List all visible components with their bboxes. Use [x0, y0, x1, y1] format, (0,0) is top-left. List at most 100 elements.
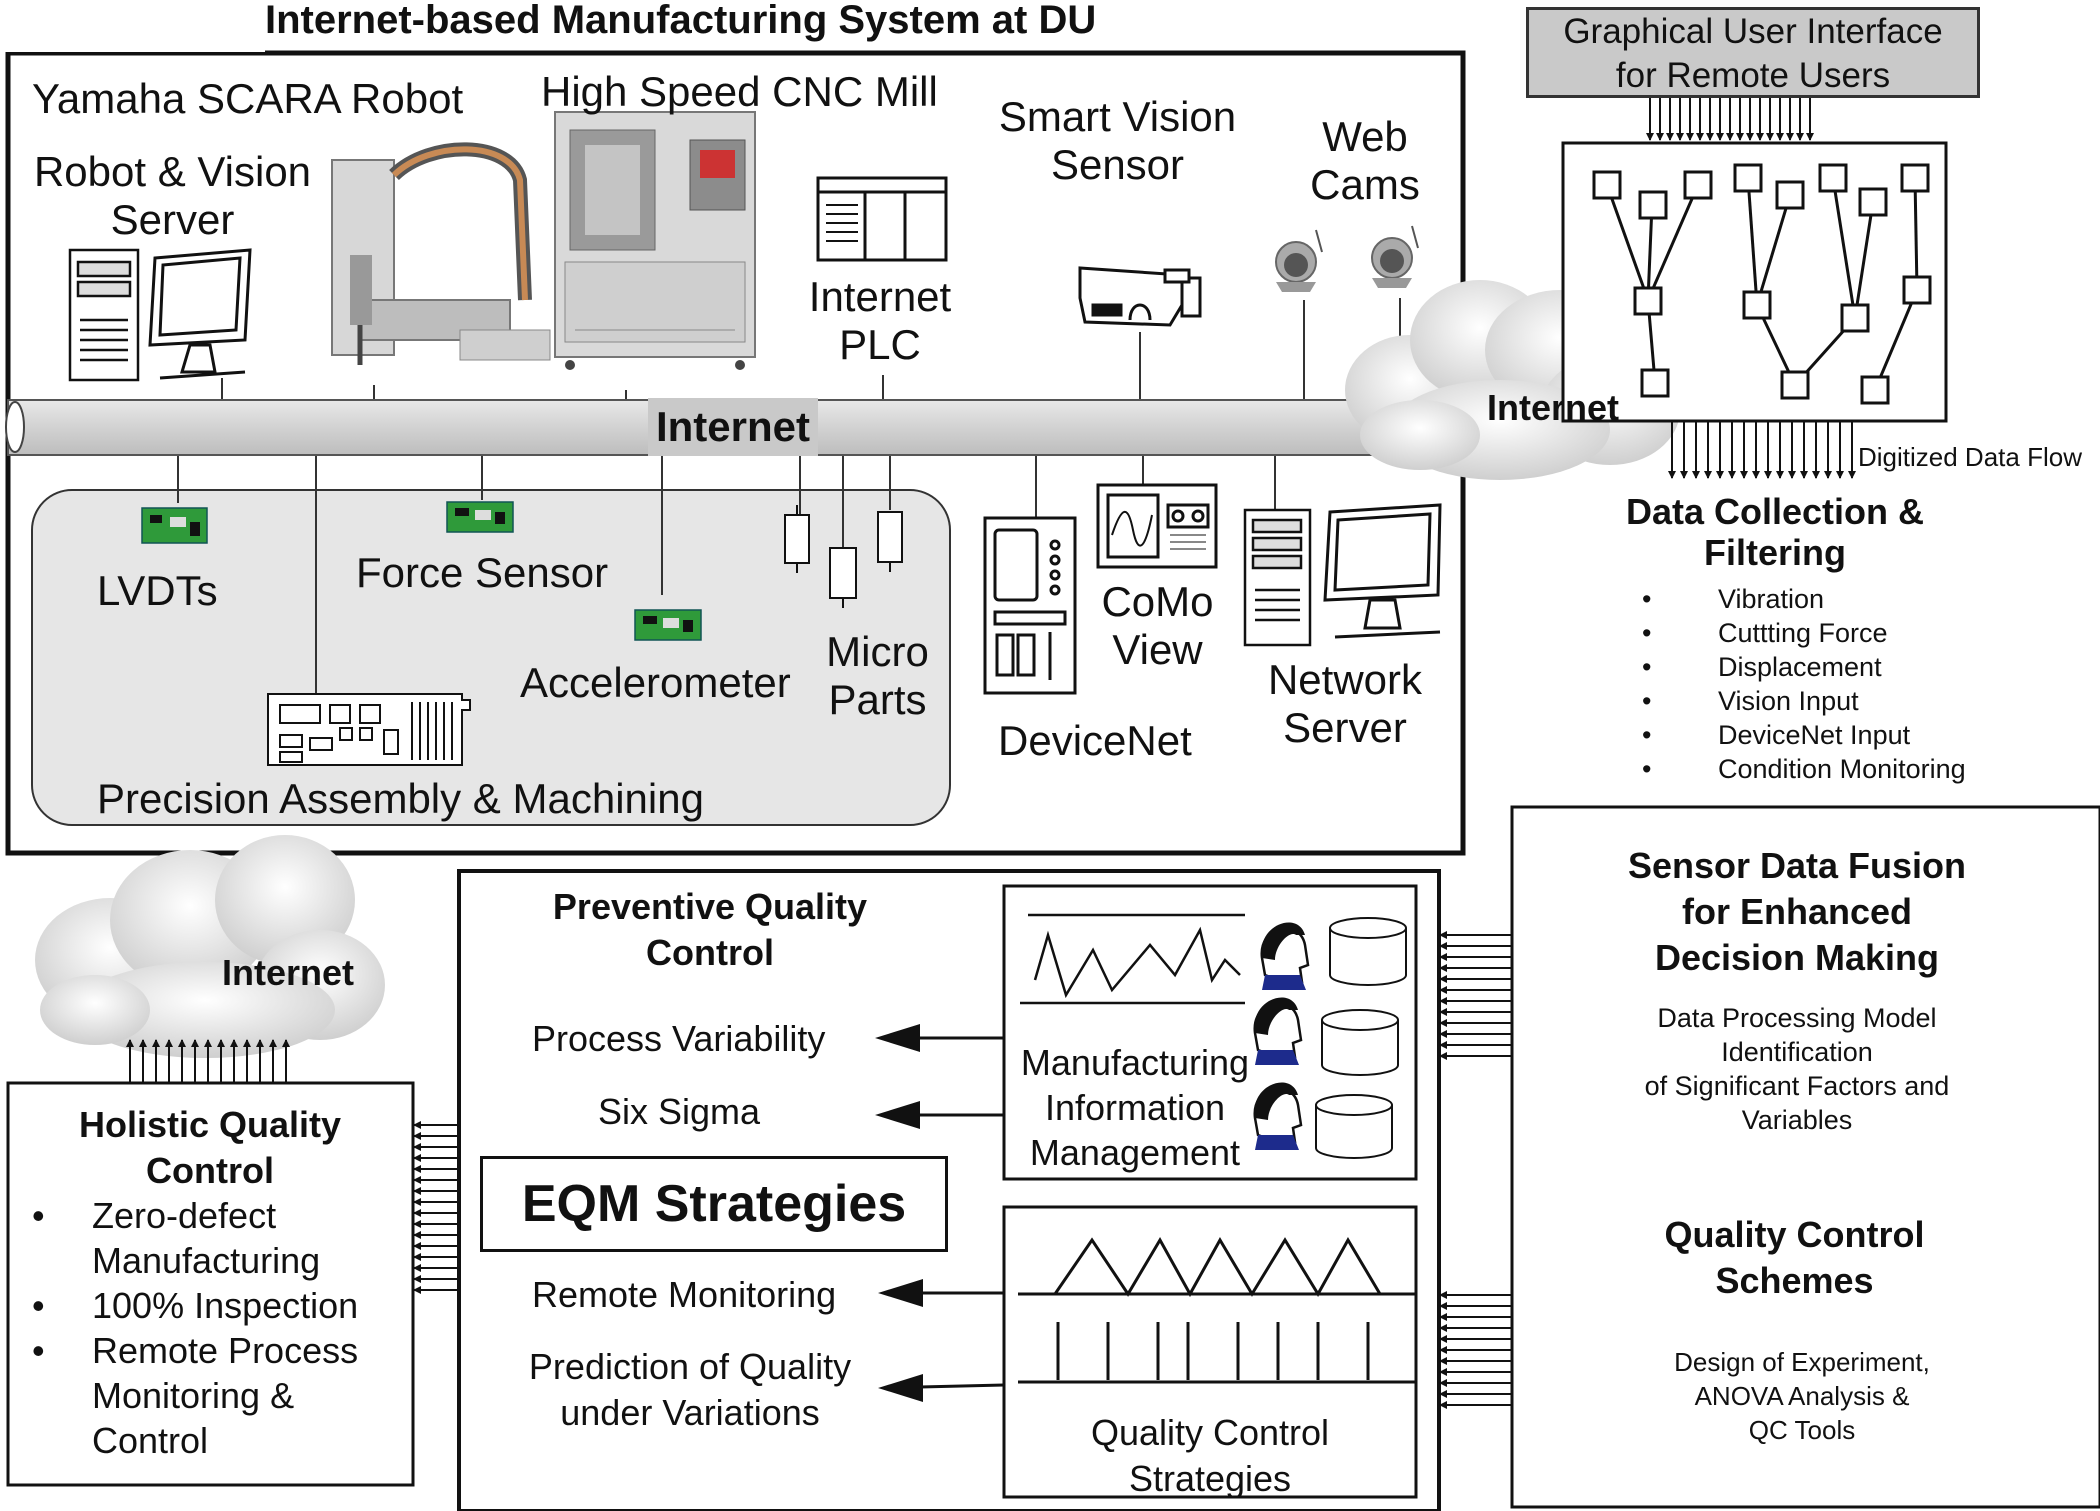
- holistic-item-line: Zero-defect: [92, 1195, 277, 1236]
- sensor-fusion-title: Sensor Data Fusion for Enhanced Decision…: [1512, 843, 2082, 981]
- gui-box: Graphical User Interface for Remote User…: [1526, 7, 1980, 98]
- vision-server-label-line2: Server: [110, 196, 235, 244]
- precision-assembly-label: Precision Assembly & Machining: [97, 775, 704, 822]
- title-mask: [0, 0, 265, 52]
- mim-label-line3: Management: [1029, 1132, 1241, 1173]
- gui-label-line2: for Remote Users: [1615, 56, 1891, 95]
- holistic-title-line1: Holistic Quality: [78, 1104, 342, 1145]
- cnc-mill-icon: [554, 111, 756, 370]
- holistic-item-line: Manufacturing: [92, 1240, 321, 1281]
- diagram-title: Internet-based Manufacturing System at D…: [265, 0, 1097, 42]
- remote-monitoring-label: Remote Monitoring: [532, 1274, 837, 1315]
- force-sensor-board-icon: [446, 501, 514, 533]
- qc-schemes-title-line2: Schemes: [1715, 1260, 1874, 1301]
- smart-vision-label-line1: Smart Vision: [998, 93, 1237, 140]
- internet-plc-label-line2: PLC: [839, 321, 921, 369]
- network-server-label: Network Server: [1250, 656, 1440, 753]
- data-collection-item: Displacement: [1628, 650, 1966, 684]
- qcs-chart-icon: [1018, 1236, 1415, 1384]
- prediction-label-line1: Prediction of Quality: [528, 1346, 852, 1387]
- qc-schemes-desc-line3: QC Tools: [1748, 1415, 1856, 1445]
- sensor-fusion-desc-line2: Identification: [1721, 1037, 1873, 1067]
- mim-label-line1: Manufacturing: [1020, 1042, 1250, 1083]
- scara-robot-label: Yamaha SCARA Robot: [32, 75, 464, 122]
- smart-vision-label-line2: Sensor: [1050, 141, 1185, 189]
- digitized-data-flow-label: Digitized Data Flow: [1858, 442, 2082, 472]
- network-server-label-line2: Server: [1283, 704, 1407, 752]
- network-server-tower-icon: [1243, 508, 1312, 647]
- database-icon: [1315, 1094, 1393, 1159]
- circuit-board-icon: [267, 693, 471, 766]
- sensor-fusion-desc-line1: Data Processing Model: [1657, 1003, 1937, 1033]
- internet-cloud-top-label: Internet: [1487, 387, 1620, 428]
- qc-schemes-desc-line1: Design of Experiment,: [1674, 1347, 1930, 1377]
- preventive-quality-line2: Control: [646, 932, 774, 973]
- data-collection-item: Vibration: [1628, 582, 1966, 616]
- data-collection-item: Condition Monitoring: [1628, 752, 1966, 786]
- prediction-label-line2: under Variations: [560, 1392, 820, 1433]
- holistic-item: 100% Inspection: [10, 1283, 358, 1328]
- gui-arrows: [1646, 98, 1814, 141]
- como-view-icon: [1096, 483, 1218, 569]
- internet-plc-label: Internet PLC: [790, 273, 970, 370]
- como-view-label: CoMo View: [1085, 578, 1230, 675]
- sensor-fusion-desc-line4: Variables: [1741, 1105, 1853, 1135]
- holistic-item-line: 100% Inspection: [92, 1285, 359, 1326]
- person-icon: [1253, 1082, 1303, 1150]
- force-sensor-label: Force Sensor: [356, 549, 609, 596]
- sensor-fusion-desc-line3: of Significant Factors and: [1644, 1071, 1950, 1101]
- qc-schemes-title: Quality Control Schemes: [1512, 1212, 2077, 1304]
- webcam-icon: [1275, 229, 1323, 292]
- data-collection-item: Vision Input: [1628, 684, 1966, 718]
- qcs-label-line2: Strategies: [1128, 1458, 1292, 1499]
- network-monitor-icon: [1323, 503, 1442, 639]
- holistic-title-line2: Control: [146, 1150, 274, 1191]
- precision-assembly-panel: [31, 489, 951, 826]
- data-collection-item: DeviceNet Input: [1628, 718, 1966, 752]
- web-cams-label-line2: Cams: [1310, 161, 1420, 209]
- holistic-to-cloud-arrows: [126, 1039, 290, 1083]
- micro-part-icon: [784, 505, 903, 608]
- person-icon: [1253, 997, 1303, 1065]
- micro-parts-label: Micro Parts: [815, 628, 940, 725]
- webcam-icon: [1371, 225, 1419, 288]
- web-cams-label: Web Cams: [1285, 113, 1445, 210]
- holistic-item-line: Control: [92, 1420, 209, 1461]
- vision-server-label-line1: Robot & Vision: [33, 148, 312, 195]
- data-collection-title-line2: Filtering: [1704, 532, 1846, 574]
- holistic-item-line: Remote Process: [92, 1330, 359, 1371]
- holistic-item: Zero-defect Manufacturing: [10, 1193, 358, 1283]
- internet-plc-label-line1: Internet: [808, 273, 952, 320]
- qcs-label-line1: Quality Control: [1090, 1412, 1330, 1453]
- internet-bus-label: Internet: [648, 398, 818, 456]
- holistic-item: Remote Process Monitoring & Control: [10, 1328, 358, 1463]
- holistic-item-line: Monitoring &: [92, 1375, 295, 1416]
- network-server-label-line1: Network: [1267, 656, 1423, 703]
- data-collection-list: Vibration Cuttting Force Displacement Vi…: [1628, 582, 1966, 786]
- network-tree-diagram: [1592, 163, 1932, 405]
- sensor-fusion-title-line1: Sensor Data Fusion: [1627, 845, 1967, 886]
- devicenet-panel-icon: [983, 516, 1077, 695]
- accelerometer-label: Accelerometer: [520, 659, 791, 706]
- internet-cloud-left-label: Internet: [222, 952, 355, 993]
- web-cams-label-line1: Web: [1322, 113, 1408, 160]
- como-view-label-line2: View: [1112, 626, 1203, 674]
- preventive-quality-title: Preventive Quality Control: [500, 884, 920, 976]
- monitor-icon: [148, 248, 252, 380]
- como-view-label-line1: CoMo: [1101, 578, 1214, 625]
- internet-cloud-left: [35, 835, 385, 1058]
- sensor-fusion-title-line2: for Enhanced: [1681, 891, 1913, 932]
- gui-label-line1: Graphical User Interface: [1563, 12, 1943, 51]
- eqm-strategies-box: EQM Strategies: [480, 1156, 948, 1252]
- server-tower-icon: [68, 248, 140, 382]
- database-icon: [1321, 1009, 1399, 1076]
- digitized-data-arrows: [1668, 421, 1856, 479]
- mim-label: Manufacturing Information Management: [1010, 1040, 1260, 1175]
- plc-icon: [816, 176, 948, 262]
- eqm-output-arrows: [875, 1024, 1005, 1402]
- scara-robot-icon: [331, 142, 551, 365]
- qc-schemes-desc: Design of Experiment, ANOVA Analysis & Q…: [1512, 1345, 2092, 1447]
- person-icon: [1260, 922, 1310, 990]
- lvdts-label: LVDTs: [97, 567, 218, 614]
- vision-server-label: Robot & Vision Server: [20, 148, 325, 245]
